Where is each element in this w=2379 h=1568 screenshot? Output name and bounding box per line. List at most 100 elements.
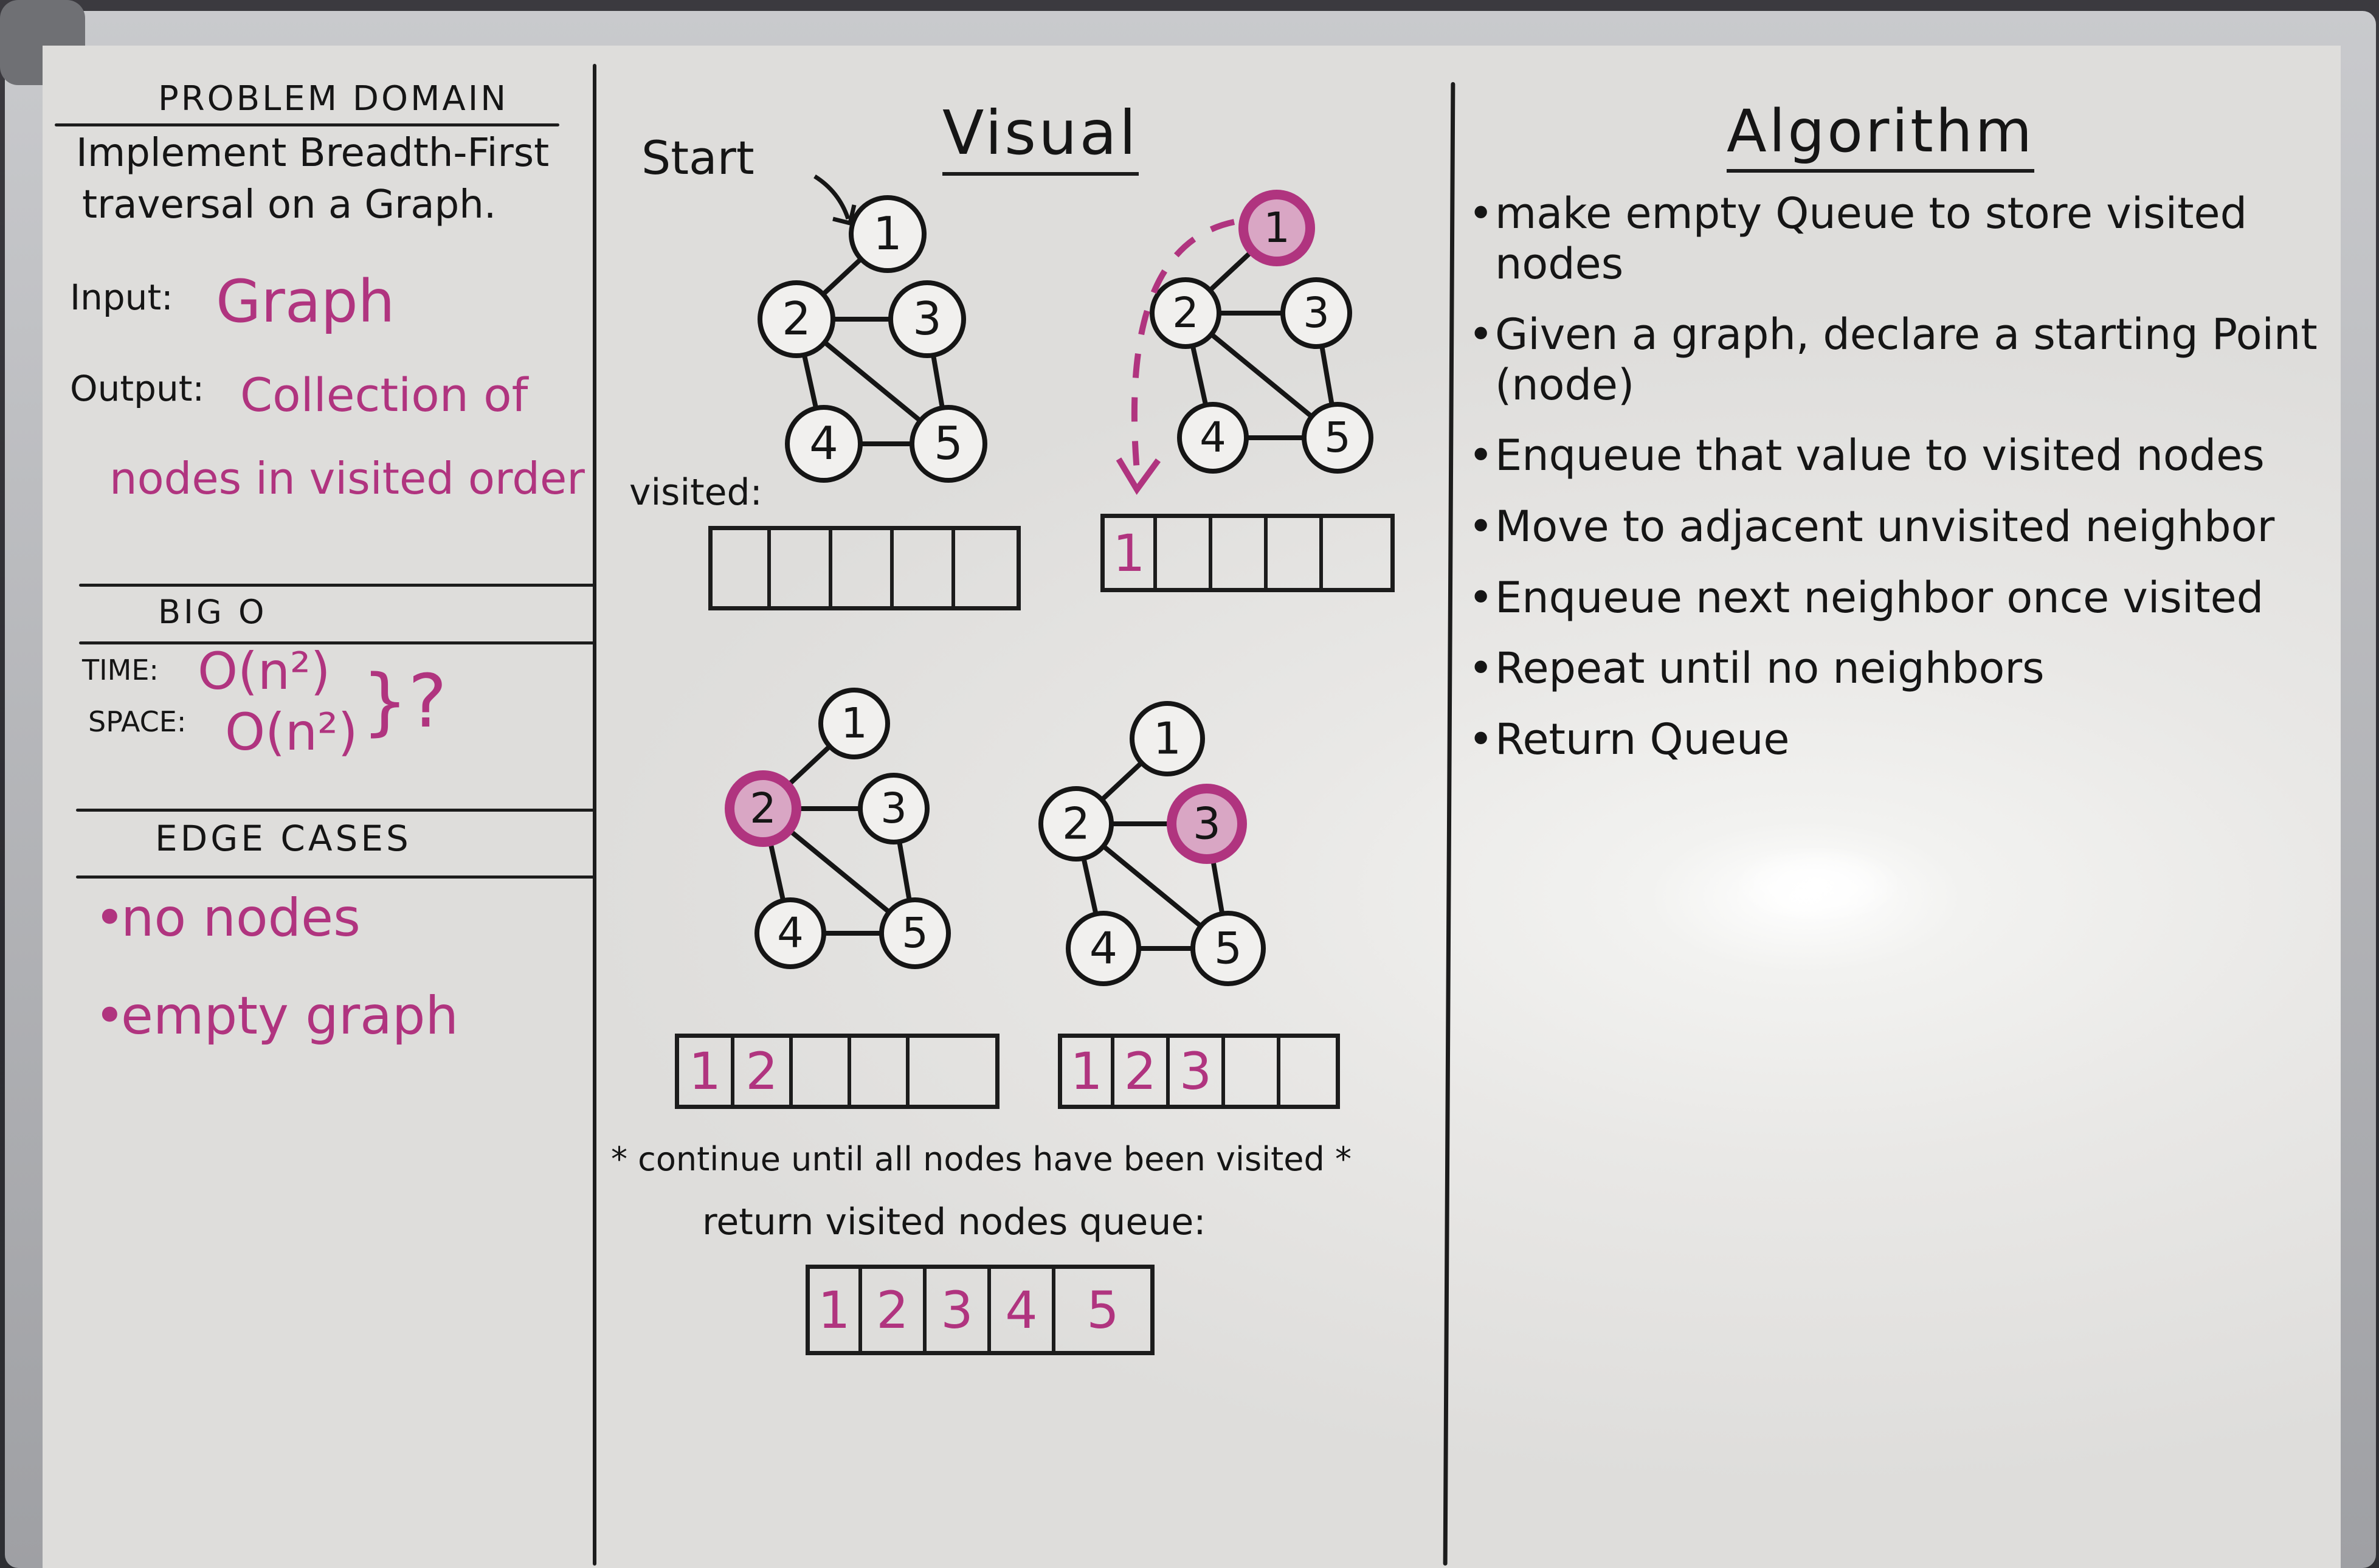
- edge-cases-top-line: [76, 809, 596, 812]
- graph-node: [1150, 277, 1221, 349]
- step3-visited-queue: 1 2: [675, 1034, 1000, 1109]
- queue-cell: [1212, 518, 1268, 588]
- graph-node: [888, 280, 966, 358]
- algorithm-step: Enqueue next neighbor once visited: [1468, 573, 2319, 623]
- queue-cell: 1: [1062, 1038, 1114, 1105]
- graph-node-label: 1: [1153, 713, 1181, 764]
- edge-case-item: empty graph: [94, 986, 458, 1048]
- graph-node-label: 3: [1193, 798, 1221, 849]
- input-label: Input:: [70, 277, 173, 318]
- space-value: O(n²): [225, 702, 358, 762]
- graph-node-label: 4: [1200, 413, 1226, 462]
- graph-node-label: 4: [777, 909, 804, 958]
- space-label: SPACE:: [88, 705, 187, 738]
- graph-node: [1280, 277, 1352, 349]
- edge-case-item: no nodes: [94, 888, 458, 950]
- queue-cell: [1268, 518, 1323, 588]
- graph-node: [725, 770, 801, 847]
- continue-note: * continue until all nodes have been vis…: [611, 1140, 1352, 1178]
- queue-cell: 3: [1170, 1038, 1225, 1105]
- edge-cases-heading: EDGE CASES: [155, 818, 412, 859]
- graph-node-label: 5: [934, 416, 963, 470]
- big-o-top-line: [79, 584, 596, 587]
- graph-node: [910, 405, 987, 483]
- graph-node-label: 3: [880, 784, 907, 833]
- output-label: Output:: [70, 368, 205, 409]
- graph-node: [1238, 190, 1315, 266]
- algorithm-step: Repeat until no neighbors: [1468, 643, 2319, 694]
- queue-cell: 1: [679, 1038, 734, 1105]
- algorithm-heading: Algorithm: [1727, 97, 2035, 173]
- enqueue-arrow-head: [1116, 457, 1161, 496]
- queue-cell: [894, 530, 955, 606]
- start-arrow: [813, 174, 851, 220]
- algorithm-steps: make empty Queue to store visited nodes …: [1468, 188, 2319, 785]
- queue-cell: 5: [1086, 1280, 1119, 1340]
- graph-node-label: 2: [782, 292, 811, 345]
- graph-node-label: 4: [809, 416, 838, 470]
- graph-node: [1130, 701, 1205, 776]
- graph-node-label: 5: [1214, 923, 1242, 974]
- problem-statement-line2: traversal on a Graph.: [82, 182, 497, 227]
- algorithm-step: Given a graph, declare a starting Point …: [1468, 309, 2319, 410]
- problem-statement-line1: Implement Breadth-First: [76, 131, 550, 176]
- queue-cell: [910, 1038, 995, 1105]
- graph-node: [1177, 402, 1249, 474]
- problem-domain-heading: PROBLEM DOMAIN: [158, 79, 509, 119]
- queue-cell: 4: [991, 1269, 1055, 1351]
- queue-cell: [851, 1038, 910, 1105]
- edge-cases-list: no nodes empty graph: [94, 888, 458, 1084]
- queue-cell: [955, 530, 1017, 606]
- queue-cell: [832, 530, 894, 606]
- queue-cell: 2: [734, 1038, 793, 1105]
- graph-node-label: 4: [1089, 923, 1117, 974]
- graph-node: [1167, 784, 1247, 864]
- queue-cell: 3: [927, 1269, 991, 1351]
- graph-node-label: 5: [902, 909, 928, 958]
- graph-node-label: 2: [1062, 798, 1090, 849]
- light-glare: [1739, 848, 1897, 921]
- queue-cell: 2: [1114, 1038, 1170, 1105]
- big-o-note: }?: [362, 660, 447, 744]
- queue-cell: [793, 1038, 851, 1105]
- algorithm-step: Move to adjacent unvisited neighbor: [1468, 502, 2319, 552]
- time-value: O(n²): [198, 641, 331, 701]
- graph-node: [858, 773, 930, 844]
- problem-domain-underline: [55, 123, 559, 126]
- step4-visited-queue: 1 2 3: [1058, 1034, 1340, 1109]
- graph-node: [754, 897, 826, 969]
- graph-node-label: 3: [913, 292, 942, 345]
- output-value-line2: nodes in visited order: [109, 453, 585, 504]
- graph-node: [1038, 786, 1114, 862]
- time-label: TIME:: [82, 654, 159, 686]
- algorithm-step: make empty Queue to store visited nodes: [1468, 188, 2319, 289]
- graph-node: [879, 897, 951, 969]
- queue-cell: 1: [810, 1269, 862, 1351]
- graph-node: [1302, 402, 1373, 474]
- output-value-line1: Collection of: [240, 368, 528, 422]
- final-visited-queue: 1 2 3 4 5: [806, 1265, 1155, 1355]
- queue-cell: [1323, 518, 1390, 588]
- graph-node-label: 1: [1263, 204, 1290, 252]
- edge-cases-underline: [76, 876, 596, 879]
- queue-cell: [713, 530, 771, 606]
- start-label: Start: [641, 131, 754, 185]
- start-arrow-head: [832, 204, 857, 226]
- graph-node: [818, 688, 890, 759]
- visited-label: visited:: [629, 471, 762, 514]
- big-o-underline: [79, 641, 596, 644]
- graph-node: [758, 280, 835, 358]
- whiteboard: PROBLEM DOMAIN Implement Breadth-First t…: [43, 46, 2341, 1568]
- graph-node-label: 2: [750, 784, 776, 833]
- graph-node-label: 1: [873, 207, 902, 260]
- graph-node-label: 3: [1303, 289, 1330, 337]
- graph-node-label: 5: [1324, 413, 1351, 462]
- graph-node-label: 1: [841, 699, 868, 748]
- big-o-heading: BIG O: [158, 593, 268, 631]
- queue-cell: [771, 530, 832, 606]
- algorithm-step: Enqueue that value to visited nodes: [1468, 430, 2319, 481]
- input-value: Graph: [216, 268, 395, 336]
- queue-cell: [1280, 1038, 1336, 1105]
- graph-node: [1066, 911, 1141, 986]
